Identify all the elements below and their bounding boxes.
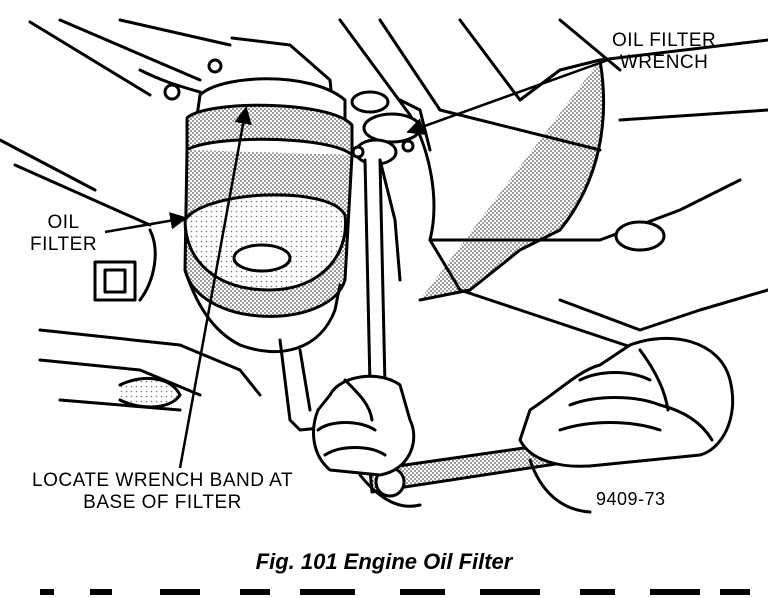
figure-caption: Fig. 101 Engine Oil Filter bbox=[255, 549, 513, 574]
oil-filter-label-line2: FILTER bbox=[30, 234, 98, 255]
oil-filter-label: OIL FILTER bbox=[30, 212, 97, 256]
oil-filter-label-line1: OIL bbox=[47, 212, 80, 233]
wrench-band-label: LOCATE WRENCH BAND AT BASE OF FILTER bbox=[32, 470, 293, 514]
oil-filter-wrench-label: OIL FILTER WRENCH bbox=[612, 30, 716, 74]
cut-off-text-strip bbox=[40, 589, 750, 595]
wrench-band-label-line1: LOCATE WRENCH BAND AT bbox=[32, 470, 294, 491]
wrench-band-leader-line bbox=[178, 106, 252, 469]
oil-filter-canister bbox=[183, 36, 354, 353]
lower-frame bbox=[38, 228, 322, 432]
right-hand bbox=[518, 337, 735, 514]
figure-code: 9409-73 bbox=[596, 489, 666, 509]
left-hand bbox=[312, 374, 422, 508]
frame-crossmember bbox=[338, 18, 768, 352]
oil-filter-wrench-label-line2: WRENCH bbox=[619, 52, 709, 73]
oil-filter-wrench-label-line1: OIL FILTER bbox=[612, 30, 717, 51]
engine-block-upper bbox=[0, 18, 232, 227]
wrench-band-label-line2: BASE OF FILTER bbox=[83, 492, 242, 513]
oil-filter-wrench bbox=[350, 90, 432, 387]
wrench-leader-line bbox=[406, 58, 609, 135]
oil-filter-leader-line bbox=[104, 212, 188, 234]
